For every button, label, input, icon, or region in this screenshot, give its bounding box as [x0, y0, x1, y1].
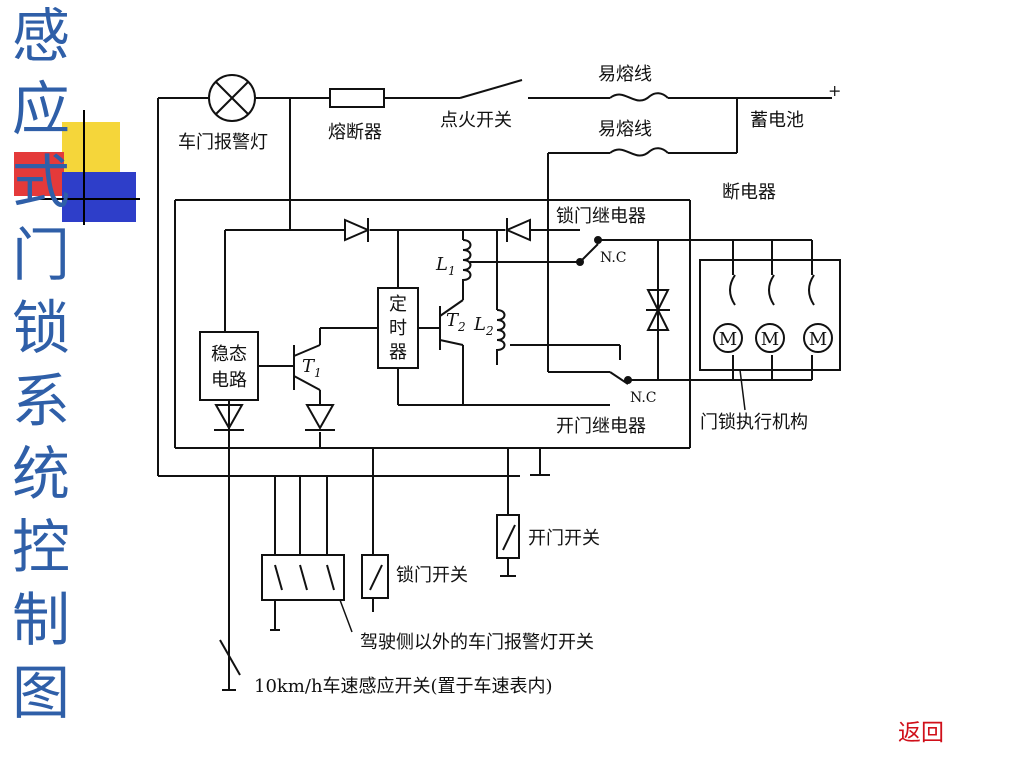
timer-box	[377, 287, 419, 369]
steady-state-label: 电路	[211, 370, 247, 391]
unlock-switch-icon	[496, 514, 520, 559]
motor-icon: M	[755, 323, 785, 353]
deco-yellow-square	[62, 122, 120, 180]
title-char: 制	[11, 586, 70, 654]
svg-text:M: M	[809, 329, 827, 350]
title-char: 图	[11, 659, 70, 727]
battery-plus-label: +	[828, 81, 841, 100]
unlock-relay-label: 开门继电器	[556, 416, 646, 437]
door-lock-actuator-label: 门锁执行机构	[700, 412, 808, 433]
other-door-switch-group	[261, 554, 345, 601]
leader-line	[339, 599, 353, 633]
svg-text:M: M	[719, 329, 737, 350]
deco-blue-square	[62, 172, 136, 222]
coil-l2-icon	[496, 309, 506, 365]
page-title: 感 应 式 门 锁 系 统 控 制 图	[6, 0, 76, 730]
ignition-switch-label: 点火开关	[440, 110, 512, 131]
leader-line	[739, 369, 746, 411]
diode-icon	[504, 218, 531, 242]
transistor-t2-icon	[418, 299, 464, 350]
title-char: 统	[11, 440, 70, 508]
l2-label: L2	[473, 314, 494, 338]
fuse-icon	[329, 88, 385, 108]
timer-label: 器	[389, 342, 407, 363]
ignition-switch-icon	[459, 79, 523, 99]
t2-label: T2	[446, 310, 466, 334]
nc-label: N.C	[630, 390, 657, 406]
lock-switch-label: 锁门开关	[396, 565, 468, 586]
warning-lamp-icon	[208, 74, 256, 122]
nc-label: N.C	[600, 250, 627, 266]
relay-contact-icon	[609, 371, 632, 385]
timer-label: 时	[389, 318, 407, 339]
title-char: 锁	[11, 294, 70, 362]
fuse-label: 熔断器	[328, 122, 382, 143]
svg-text:M: M	[761, 329, 779, 350]
unlock-switch-label: 开门开关	[528, 528, 600, 549]
steady-state-circuit-box	[199, 331, 259, 401]
lock-relay-label: 锁门继电器	[556, 206, 646, 227]
title-char: 系	[11, 367, 70, 435]
circuit-breaker-icon	[729, 274, 815, 306]
steady-state-label: 稳态	[211, 344, 247, 365]
varistor-icon	[646, 289, 670, 331]
diode-icon	[305, 404, 335, 431]
other-door-switches-label: 驾驶侧以外的车门报警灯开关	[360, 632, 594, 653]
battery-label: 蓄电池	[750, 110, 804, 131]
door-warning-lamp-label: 车门报警灯	[178, 132, 268, 153]
timer-label: 定	[389, 294, 407, 315]
title-char: 应	[11, 75, 70, 143]
wire-speed-switch	[219, 639, 241, 676]
diode-icon	[214, 404, 244, 431]
back-link[interactable]: 返回	[898, 720, 944, 746]
diode-icon	[344, 218, 371, 242]
l1-label: L1	[435, 254, 456, 278]
lock-switch-icon	[361, 554, 389, 599]
motor-icon: M	[713, 323, 743, 353]
fusible-link-label: 易熔线	[598, 119, 652, 140]
actuator-box	[699, 259, 841, 371]
fusible-link-icon	[609, 147, 669, 157]
transistor-t1-icon	[258, 344, 321, 391]
decorative-squares	[14, 110, 140, 225]
t1-label: T1	[302, 356, 322, 380]
speed-switch-label: 10km/h车速感应开关(置于车速表内)	[254, 676, 553, 697]
title-char: 门	[11, 221, 70, 289]
title-char: 式	[11, 148, 70, 216]
deco-red-square	[14, 152, 64, 196]
title-char: 感	[11, 2, 70, 70]
motor-icon: M	[803, 323, 833, 353]
fusible-link-label: 易熔线	[598, 64, 652, 85]
fusible-link-icon	[609, 92, 669, 102]
coil-l1-icon	[462, 239, 472, 300]
relay-contact-icon	[576, 236, 602, 266]
title-char: 控	[11, 513, 70, 581]
circuit-breaker-label: 断电器	[722, 182, 776, 203]
